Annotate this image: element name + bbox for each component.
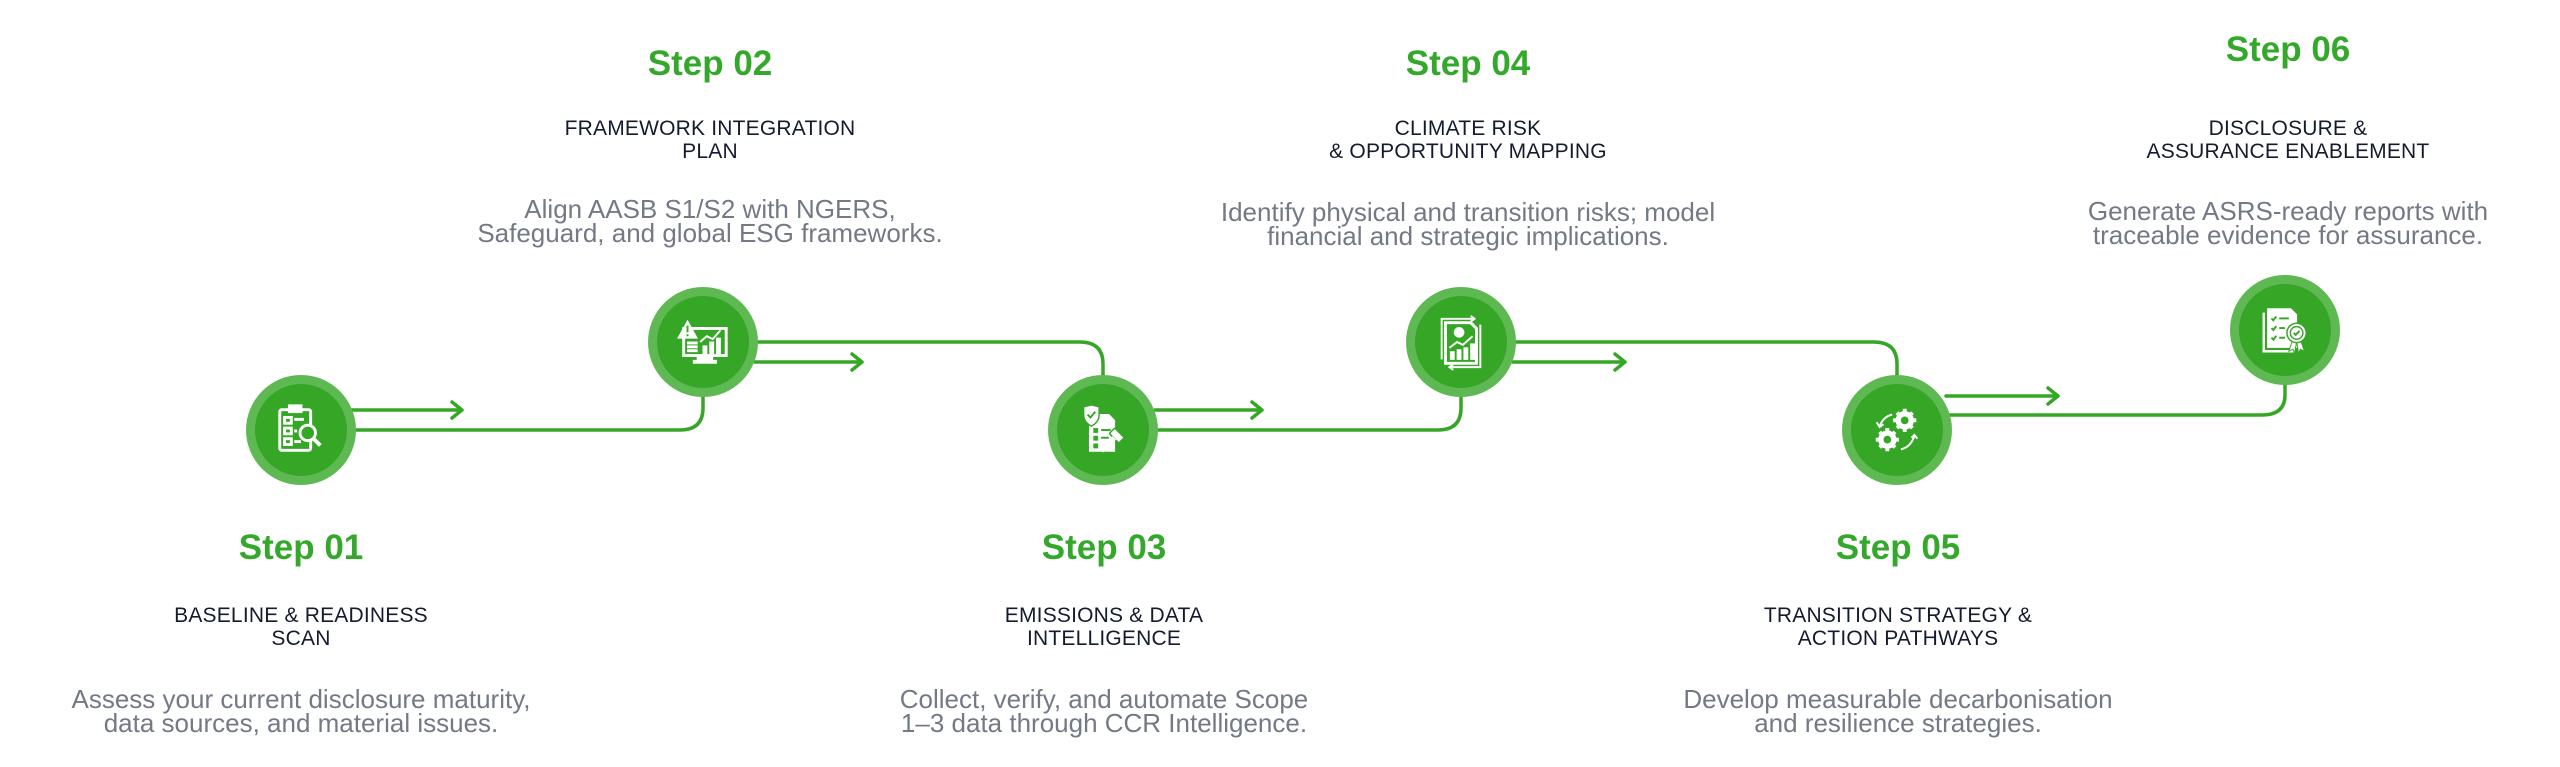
- step-label: Step 06: [2225, 30, 2351, 69]
- document-shield-gavel-icon: [1082, 404, 1125, 453]
- step-01: Step 01 BASELINE & READINESS SCAN Assess…: [41, 528, 561, 738]
- step-05: Step 05 TRANSITION STRATEGY & ACTION PAT…: [1638, 528, 2158, 738]
- step-description: Assess your current disclosure maturity,…: [71, 684, 531, 738]
- step-label: Step 05: [1835, 528, 1961, 567]
- arrow-step4: [1511, 352, 1627, 372]
- step-04: Step 04 CLIMATE RISK & OPPORTUNITY MAPPI…: [1208, 44, 1728, 251]
- clipboard-checklist-magnifier-icon: [278, 404, 322, 452]
- connector-step2-step3: [753, 340, 1105, 380]
- step-title: EMISSIONS & DATA INTELLIGENCE: [1004, 604, 1204, 650]
- step-03: Step 03 EMISSIONS & DATA INTELLIGENCE Co…: [844, 528, 1364, 738]
- step-title: FRAMEWORK INTEGRATION PLAN: [564, 117, 856, 163]
- step-02-node: [648, 287, 758, 397]
- step-label: Step 04: [1405, 44, 1531, 83]
- step-label: Step 01: [238, 528, 364, 567]
- step-label: Step 03: [1041, 528, 1167, 567]
- step-06-node: [2230, 275, 2340, 385]
- step-title: DISCLOSURE & ASSURANCE ENABLEMENT: [2146, 117, 2430, 163]
- step-title: TRANSITION STRATEGY & ACTION PATHWAYS: [1763, 604, 2033, 650]
- step-02: Step 02 FRAMEWORK INTEGRATION PLAN Align…: [450, 44, 970, 248]
- step-01-node: [246, 375, 356, 485]
- arrow-step3: [1153, 400, 1264, 420]
- step-03-node: [1048, 375, 1158, 485]
- step-description: Develop measurable decarbonisation and r…: [1683, 684, 2113, 738]
- connector-step4-step5: [1511, 340, 1899, 380]
- step-04-node: [1406, 287, 1516, 397]
- step-description: Identify physical and transition risks; …: [1220, 197, 1716, 251]
- arrow-step2: [753, 352, 864, 372]
- gears-cycle-icon: [1875, 408, 1919, 452]
- connector-step5-step6: [1946, 381, 2287, 417]
- connector-step3-step4: [1153, 393, 1463, 432]
- step-description: Generate ASRS-ready reports with traceab…: [2087, 196, 2489, 250]
- step-title: BASELINE & READINESS SCAN: [174, 604, 428, 650]
- step-description: Align AASB S1/S2 with NGERS, Safeguard, …: [477, 194, 943, 248]
- monitor-warning-chart-icon: [677, 319, 728, 364]
- financial-report-chart-icon: [1440, 315, 1482, 371]
- step-description: Collect, verify, and automate Scope 1–3 …: [899, 684, 1309, 738]
- connector-step1-step2: [348, 393, 705, 432]
- step-06: Step 06 DISCLOSURE & ASSURANCE ENABLEMEN…: [2028, 30, 2548, 250]
- certified-document-badge-icon: [2262, 308, 2307, 355]
- step-05-node: [1842, 375, 1952, 485]
- step-title: CLIMATE RISK & OPPORTUNITY MAPPING: [1329, 117, 1607, 163]
- arrow-step1: [350, 400, 464, 420]
- arrow-step5: [1944, 386, 2060, 406]
- step-label: Step 02: [647, 44, 773, 83]
